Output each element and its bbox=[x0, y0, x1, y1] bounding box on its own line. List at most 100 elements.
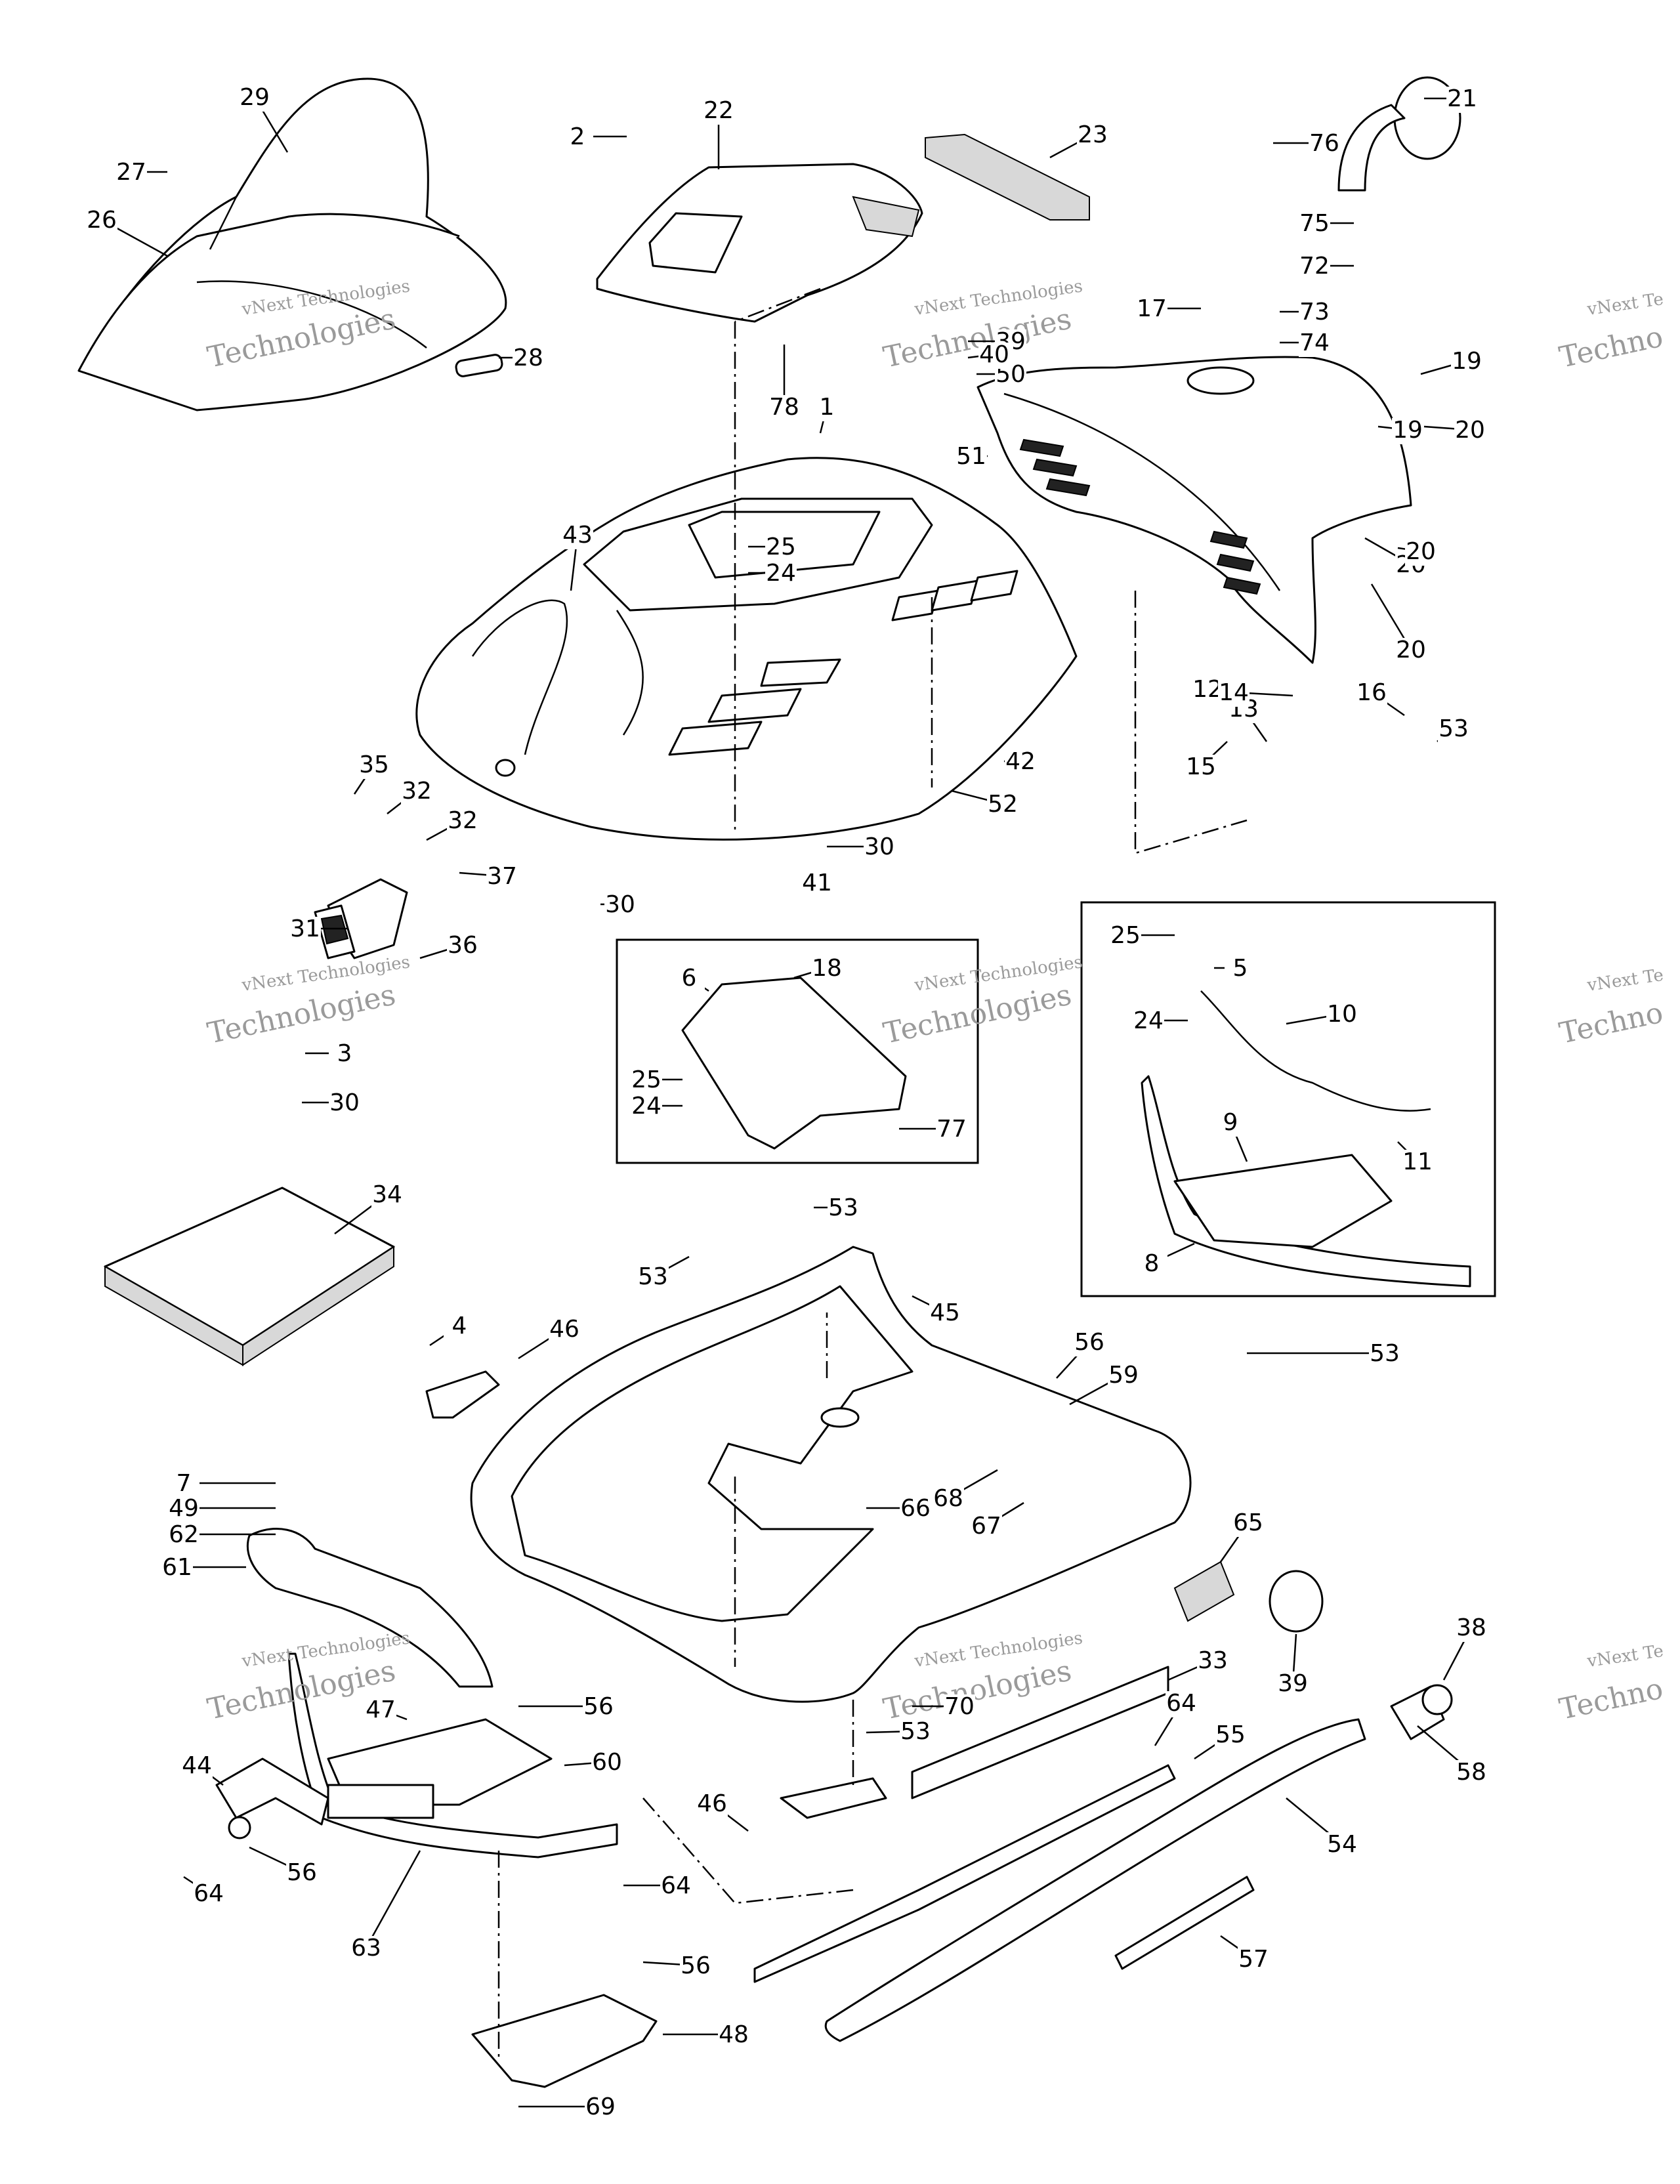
callout-background bbox=[933, 1486, 964, 1513]
callout-background bbox=[811, 956, 843, 982]
callout-43: 43 bbox=[562, 522, 593, 549]
callout-31: 31 bbox=[290, 915, 320, 942]
callout-background bbox=[329, 1091, 360, 1117]
front-bumper bbox=[287, 1652, 618, 1858]
callout-background bbox=[513, 346, 544, 372]
callout-background bbox=[1326, 1832, 1358, 1858]
callout-12: 12 bbox=[1192, 676, 1223, 703]
callout-35: 35 bbox=[359, 751, 389, 778]
watermark-technologies: Technologies bbox=[881, 1654, 1074, 1726]
watermark-vnext: vNext Te bbox=[1586, 1641, 1665, 1671]
callout-background bbox=[371, 1183, 403, 1209]
callout-44: 44 bbox=[182, 1752, 212, 1779]
callout-background bbox=[1454, 418, 1486, 444]
side-clip bbox=[425, 1370, 887, 1819]
callout-7: 7 bbox=[177, 1470, 192, 1497]
callout-background bbox=[1225, 956, 1256, 982]
callout-28: 28 bbox=[513, 345, 543, 371]
callout-19: 19 bbox=[1452, 348, 1482, 375]
callout-leader bbox=[365, 1850, 421, 1948]
callout-32: 32 bbox=[402, 778, 432, 805]
ski-runner bbox=[753, 1764, 1176, 1983]
callout-2: 2 bbox=[570, 123, 585, 150]
callout-40: 40 bbox=[979, 341, 1009, 368]
callout-39: 39 bbox=[1278, 1670, 1308, 1697]
callout-32: 32 bbox=[448, 807, 478, 834]
callout-41: 41 bbox=[802, 870, 832, 896]
callout-background bbox=[987, 792, 1018, 818]
callout-background bbox=[696, 1792, 728, 1818]
foam-pad bbox=[104, 1186, 395, 1366]
watermark-technologies: Techno bbox=[1557, 996, 1666, 1051]
callout-background bbox=[1405, 539, 1437, 566]
callout-background bbox=[1402, 1150, 1433, 1176]
callout-42: 42 bbox=[1005, 748, 1036, 775]
callout-53: 53 bbox=[828, 1194, 858, 1221]
callout-51: 51 bbox=[956, 443, 986, 470]
callout-77: 77 bbox=[936, 1116, 967, 1143]
callout-20: 20 bbox=[1396, 637, 1426, 663]
callout-background bbox=[168, 1522, 200, 1549]
windshield bbox=[77, 77, 507, 411]
callout-background bbox=[1238, 1947, 1269, 1973]
callout-background bbox=[585, 2095, 616, 2121]
callout-background bbox=[828, 1196, 859, 1222]
callout-background bbox=[1166, 1691, 1197, 1717]
watermark-vnext: vNext Te bbox=[1586, 289, 1665, 320]
callout-38: 38 bbox=[1456, 1614, 1486, 1641]
callout-background bbox=[631, 1068, 662, 1094]
callout-background bbox=[718, 2023, 749, 2049]
callout-66: 66 bbox=[900, 1495, 931, 1522]
callout-background bbox=[631, 1094, 662, 1120]
hood bbox=[415, 457, 1078, 841]
callout-9: 9 bbox=[1223, 1109, 1238, 1136]
callout-25: 25 bbox=[766, 534, 796, 560]
callout-background bbox=[1326, 1002, 1358, 1028]
hood-top-panel bbox=[596, 163, 923, 323]
callout-27: 27 bbox=[116, 159, 146, 186]
callout-30: 30 bbox=[329, 1089, 360, 1116]
foam-strip bbox=[925, 133, 1090, 220]
callout-background bbox=[1215, 1110, 1246, 1137]
front-bumper-bracket bbox=[246, 1528, 494, 1688]
callout-background bbox=[1197, 1648, 1228, 1675]
callout-background bbox=[591, 1750, 623, 1776]
callout-69: 69 bbox=[585, 2093, 616, 2120]
callout-18: 18 bbox=[812, 955, 842, 982]
callout-70: 70 bbox=[944, 1693, 975, 1720]
callout-background bbox=[765, 561, 797, 587]
callout-background bbox=[978, 343, 1010, 369]
callout-74: 74 bbox=[1299, 329, 1330, 356]
callout-21: 21 bbox=[1447, 85, 1477, 112]
callout-56: 56 bbox=[1074, 1329, 1104, 1356]
callout-10: 10 bbox=[1327, 1001, 1357, 1028]
callout-background bbox=[703, 98, 734, 125]
callout-46: 46 bbox=[549, 1316, 579, 1343]
callout-14: 14 bbox=[1219, 679, 1249, 706]
hood-latch-bracket bbox=[314, 878, 408, 959]
callout-26: 26 bbox=[87, 207, 117, 234]
callout-background bbox=[161, 1555, 193, 1582]
callout-background bbox=[1277, 1671, 1309, 1698]
callout-background bbox=[673, 966, 705, 992]
belly-pan bbox=[470, 1246, 1192, 1703]
watermark-technologies: Technologies bbox=[881, 302, 1074, 374]
watermark-technologies: Technologies bbox=[205, 978, 398, 1050]
callout-34: 34 bbox=[372, 1181, 402, 1208]
callout-background bbox=[350, 1936, 382, 1962]
callout-background bbox=[1299, 300, 1330, 326]
callout-11: 11 bbox=[1402, 1148, 1433, 1175]
callout-background bbox=[562, 125, 593, 151]
callout-64: 64 bbox=[194, 1880, 224, 1907]
callout-76: 76 bbox=[1309, 130, 1339, 157]
callout-background bbox=[1392, 418, 1423, 444]
callout-49: 49 bbox=[169, 1495, 199, 1522]
callout-background bbox=[168, 1471, 200, 1498]
callout-background bbox=[900, 1719, 931, 1746]
callout-background bbox=[680, 1954, 711, 1980]
callout-background bbox=[944, 1694, 975, 1721]
callout-background bbox=[956, 444, 987, 471]
callout-background bbox=[1074, 1330, 1105, 1356]
callout-75: 75 bbox=[1299, 210, 1330, 237]
watermark-technologies: Techno bbox=[1557, 320, 1666, 375]
